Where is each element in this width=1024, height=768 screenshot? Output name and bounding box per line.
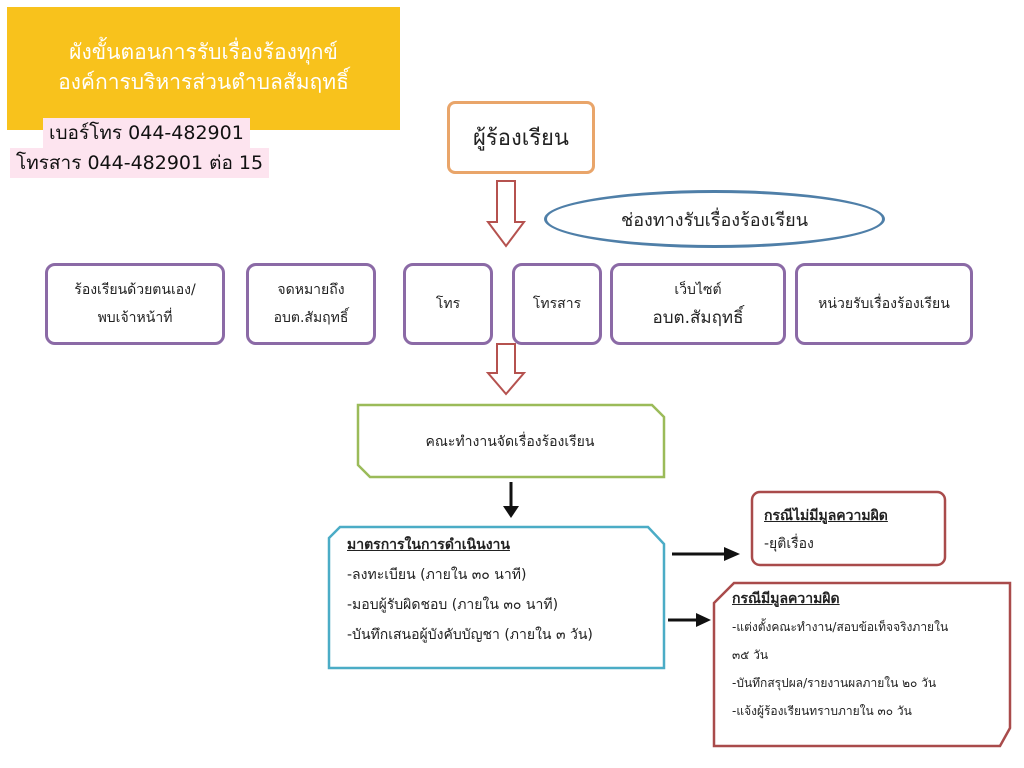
- channel-box-phone: โทร: [403, 263, 493, 345]
- channel-line-1: เว็บไซต์: [674, 282, 722, 298]
- team-label: คณะทำงานจัดเรื่องร้องเรียน: [425, 434, 595, 450]
- measures-item: -ลงทะเบียน (ภายใน ๓๐ นาที): [347, 567, 527, 583]
- no-fault-item: -ยุติเรื่อง: [764, 536, 814, 552]
- measures-item: -มอบผู้รับผิดชอบ (ภายใน ๓๐ นาที): [347, 597, 559, 613]
- fault-item: -บันทึกสรุปผล/รายงานผลภายใน ๒๐ วัน: [732, 676, 937, 690]
- team-box-shape: [356, 403, 666, 479]
- title-line-1: ผังขั้นตอนการรับเรื่องร้องทุกข์: [69, 40, 338, 64]
- hollow-arrow-down-icon: [486, 180, 526, 248]
- phone-label: เบอร์โทร 044-482901: [43, 118, 250, 148]
- fault-text: กรณีมีมูลความผิด -แต่งตั้งคณะทำงาน/สอบข้…: [732, 585, 948, 725]
- channel-line-1: หน่วยรับเรื่องร้องเรียน: [818, 296, 950, 312]
- no-fault-title: กรณีไม่มีมูลความผิด: [764, 508, 888, 524]
- channel-line-1: จดหมายถึง: [277, 282, 345, 298]
- fault-item: -แจ้งผู้ร้องเรียนทราบภายใน ๓๐ วัน: [732, 704, 912, 718]
- fax-label: โทรสาร 044-482901 ต่อ 15: [10, 148, 270, 178]
- measures-title: มาตรการในการดำเนินงาน: [347, 537, 510, 553]
- measures-text: มาตรการในการดำเนินงาน -ลงทะเบียน (ภายใน …: [347, 530, 593, 650]
- channel-line-2: อบต.สัมฤทธิ์: [652, 308, 744, 328]
- arrow-right-icon: [696, 613, 711, 627]
- channel-line-1: โทรสาร: [532, 296, 582, 312]
- measures-item: -บันทึกเสนอผู้บังคับบัญชา (ภายใน ๓ วัน): [347, 627, 593, 643]
- fault-title: กรณีมีมูลความผิด: [732, 591, 840, 607]
- arrow-down-icon: [503, 506, 519, 518]
- channel-box-letter: จดหมายถึง อบต.สัมฤทธิ์: [246, 263, 376, 345]
- no-fault-text: กรณีไม่มีมูลความผิด -ยุติเรื่อง: [764, 502, 888, 558]
- channel-line-1: โทร: [435, 296, 461, 312]
- channel-line-1: ร้องเรียนด้วยตนเอง/: [74, 282, 196, 298]
- channels-label: ช่องทางรับเรื่องร้องเรียน: [620, 209, 809, 231]
- fault-box-shape: [712, 581, 1012, 748]
- applicant-label: ผู้ร้องเรียน: [473, 126, 569, 151]
- measures-box-shape: [327, 525, 666, 670]
- channel-box-website: เว็บไซต์ อบต.สัมฤทธิ์: [610, 263, 786, 345]
- title-box: ผังขั้นตอนการรับเรื่องร้องทุกข์ องค์การบ…: [7, 7, 400, 130]
- channel-box-unit: หน่วยรับเรื่องร้องเรียน: [795, 263, 973, 345]
- channel-line-2: อบต.สัมฤทธิ์: [273, 310, 349, 326]
- fault-item: ๓๕ วัน: [732, 648, 769, 662]
- channel-line-2: พบเจ้าหน้าที่: [97, 310, 173, 326]
- fault-item: -แต่งตั้งคณะทำงาน/สอบข้อเท็จจริงภายใน: [732, 620, 949, 634]
- title-line-2: องค์การบริหารส่วนตำบลสัมฤทธิ์: [58, 70, 349, 94]
- no-fault-box-shape: [750, 490, 947, 567]
- hollow-arrow-down-icon: [485, 343, 527, 396]
- channel-box-self: ร้องเรียนด้วยตนเอง/ พบเจ้าหน้าที่: [45, 263, 225, 345]
- channel-box-fax: โทรสาร: [512, 263, 602, 345]
- arrow-right-icon: [724, 547, 740, 561]
- applicant-box: ผู้ร้องเรียน: [447, 101, 595, 174]
- channels-label-ellipse: ช่องทางรับเรื่องร้องเรียน: [544, 190, 885, 248]
